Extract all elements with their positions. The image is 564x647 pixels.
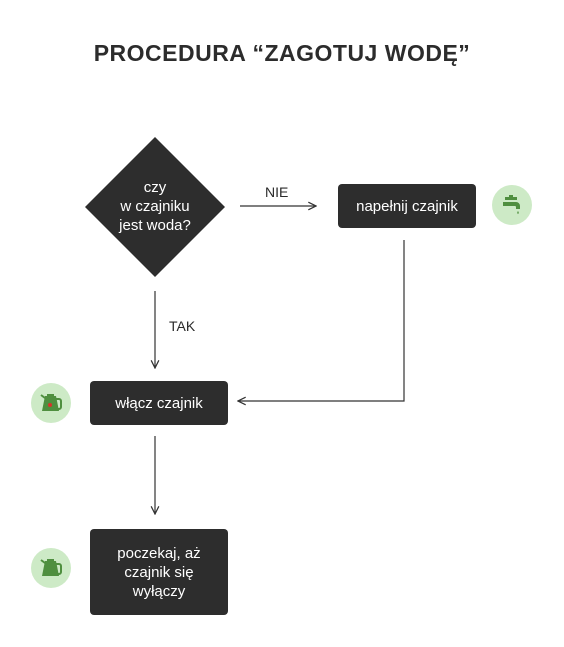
node-fill-kettle: napełnij czajnik [338, 184, 476, 228]
kettle-badge [31, 548, 71, 588]
node-wait: poczekaj, aż czajnik się wyłączy [90, 529, 228, 615]
node-wait-line-3: wyłączy [132, 582, 186, 600]
faucet-icon [503, 195, 520, 214]
node-fill-label: napełnij czajnik [356, 197, 458, 215]
edge-label-yes: TAK [169, 318, 196, 334]
kettle-on-icon [40, 394, 62, 411]
kettle-icon [40, 559, 62, 576]
node-turn-on-label: włącz czajnik [115, 394, 203, 412]
arrow-fill-to-turn-on [238, 240, 405, 401]
faucet-badge [492, 185, 532, 225]
decision-line-1: czy [143, 178, 167, 196]
decision-line-2: w czajniku [120, 197, 190, 215]
node-turn-on: włącz czajnik [90, 381, 228, 425]
page-title: PROCEDURA “ZAGOTUJ WODĘ” [93, 40, 471, 66]
kettle-on-badge [31, 383, 71, 423]
decision-text: czy w czajniku jest woda? [105, 170, 205, 242]
decision-line-3: jest woda? [119, 216, 191, 234]
edge-label-no: NIE [265, 184, 289, 200]
decision-diamond [85, 137, 225, 277]
node-wait-line-2: czajnik się [124, 563, 194, 581]
node-wait-line-1: poczekaj, aż [117, 544, 201, 562]
